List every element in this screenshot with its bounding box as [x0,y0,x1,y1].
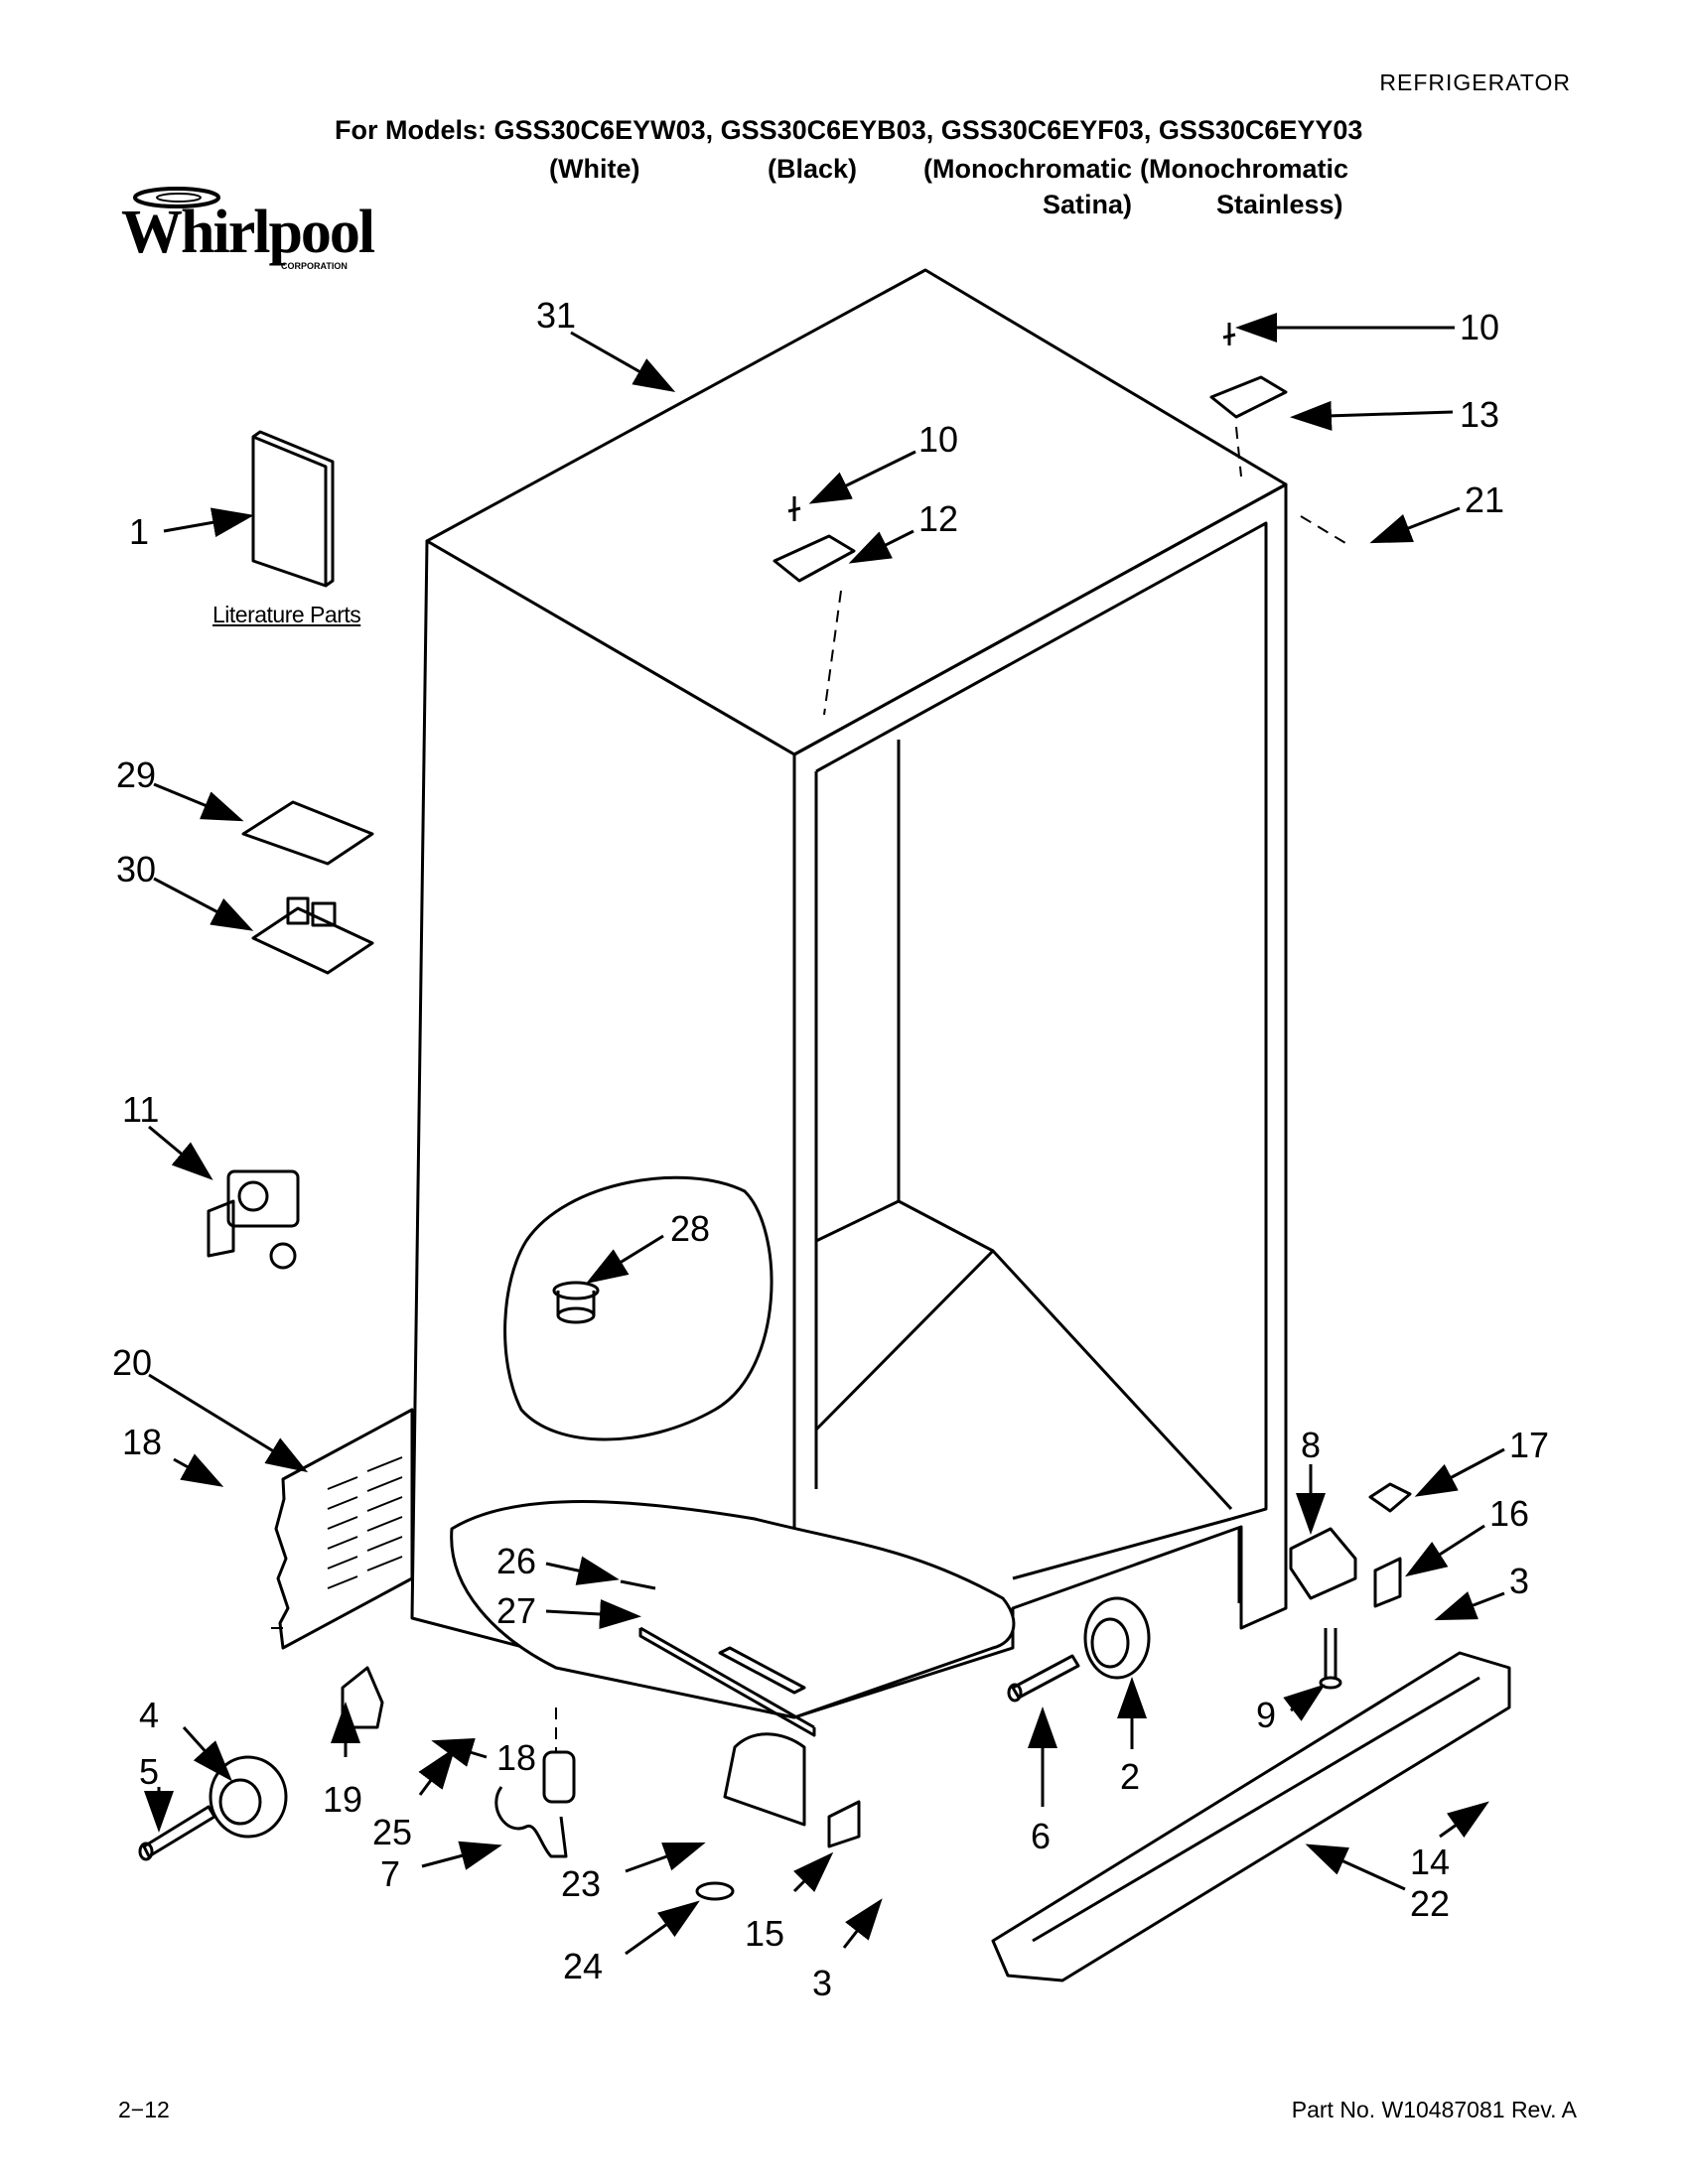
callout-27: 27 [496,1590,536,1631]
category-label: REFRIGERATOR [1379,69,1571,95]
callout-3-b: 3 [812,1963,832,2003]
models-line: For Models: GSS30C6EYW03, GSS30C6EYB03, … [335,115,1363,145]
callout-26: 26 [496,1541,536,1581]
color-white: (White) [549,154,640,184]
part-number: Part No. W10487081 Rev. A [1291,2097,1577,2122]
color-satina-line1: (Monochromatic [923,154,1133,184]
callout-30: 30 [116,849,156,889]
grille-panel [274,1408,414,1650]
callout-24: 24 [563,1946,603,1986]
callout-12: 12 [918,498,958,539]
callout-23: 23 [561,1863,601,1904]
color-stainless-line2: Stainless) [1216,190,1343,219]
callout-5: 5 [139,1751,159,1792]
callout-labels: 31 10 13 21 10 12 1 29 30 11 28 20 18 26… [112,295,1549,2003]
callout-29: 29 [116,754,156,795]
toe-grille [991,1651,1511,1982]
color-stainless-line1: (Monochromatic [1140,154,1349,184]
callout-10-a: 10 [1460,307,1499,347]
whirlpool-logo: Whirlpool CORPORATION [117,184,385,283]
callout-4: 4 [139,1695,159,1735]
callout-9: 9 [1256,1695,1276,1735]
callout-18-b: 18 [496,1737,536,1778]
callout-15: 15 [745,1913,784,1954]
callout-10-b: 10 [918,419,958,460]
callout-6: 6 [1031,1816,1051,1856]
callout-21: 21 [1465,479,1504,520]
swirl-logo-icon [133,187,220,208]
literature-book [251,430,335,588]
cabinet-cutout [503,1175,774,1441]
brand-sub: CORPORATION [281,261,348,271]
literature-parts-label: Literature Parts [212,602,361,627]
callout-31: 31 [536,295,576,336]
callout-13: 13 [1460,394,1499,435]
callout-18-a: 18 [122,1422,162,1462]
callout-3-a: 3 [1509,1561,1529,1601]
page-number: 2−12 [118,2097,170,2122]
callout-22: 22 [1410,1883,1450,1924]
callout-1: 1 [129,511,149,552]
callout-11: 11 [122,1089,159,1130]
callout-2: 2 [1120,1756,1140,1797]
callout-7: 7 [380,1853,400,1894]
brand-name: Whirlpool [121,199,375,266]
callout-8: 8 [1301,1425,1321,1465]
color-satina-line2: Satina) [1043,190,1133,219]
callout-25: 25 [372,1812,412,1852]
callout-16: 16 [1489,1493,1529,1534]
callout-17: 17 [1509,1425,1549,1465]
callout-28: 28 [670,1208,710,1249]
callout-19: 19 [323,1779,362,1820]
callout-20: 20 [112,1342,152,1383]
cabinet-front-frame [793,482,1288,1719]
color-black: (Black) [768,154,858,184]
callout-14: 14 [1410,1842,1450,1882]
